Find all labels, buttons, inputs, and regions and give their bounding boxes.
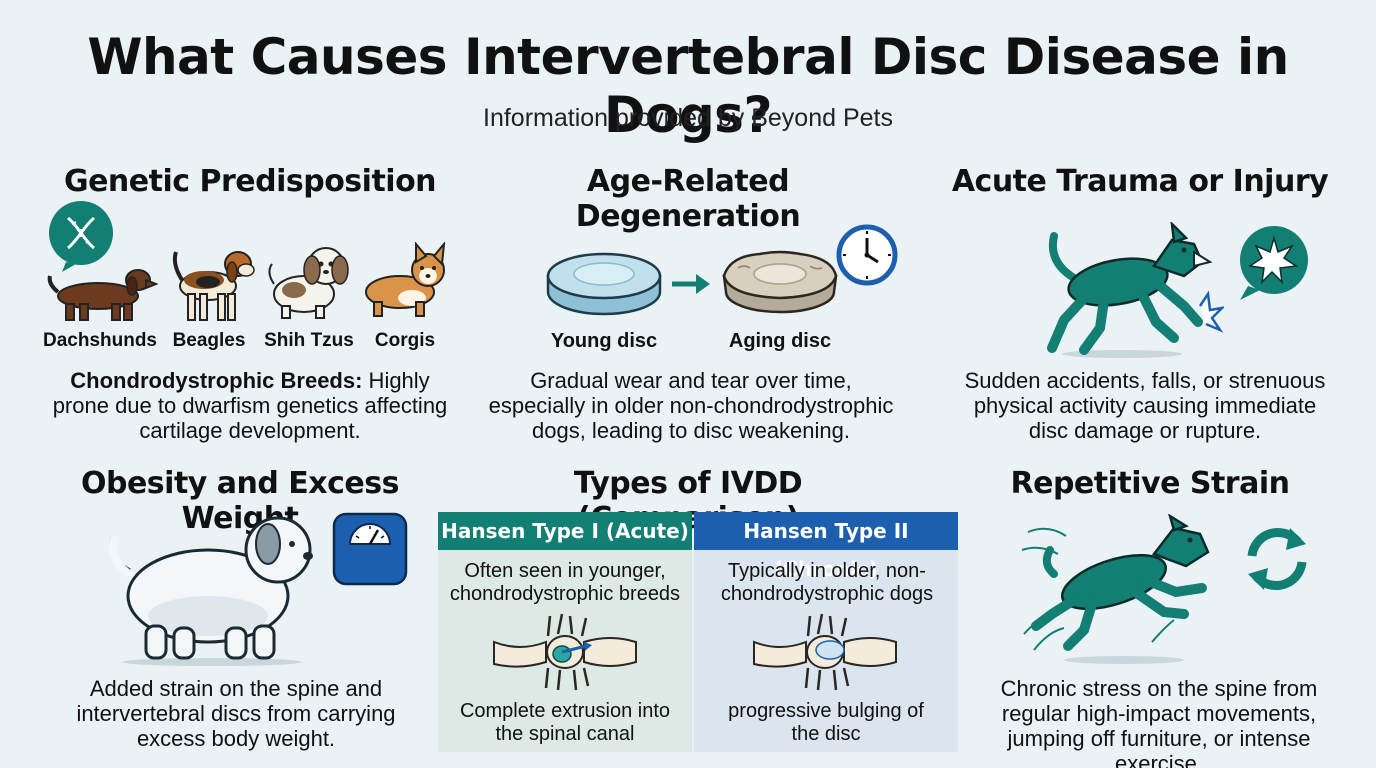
corgi-illustration xyxy=(365,242,446,317)
page-title: What Causes Intervertebral Disc Disease … xyxy=(87,28,1289,144)
type2-top-text: Typically in older, non-chondrodystrophi… xyxy=(720,560,934,605)
type2-spine-bulging-illustration xyxy=(753,613,897,691)
breed-label-shih-tzus: Shih Tzus xyxy=(264,330,354,351)
genetic-description: Chondrodystrophic Breeds: Highly prone d… xyxy=(40,368,460,443)
type1-spine-extrusion-illustration xyxy=(493,613,637,691)
type2-header: Hansen Type II (Chronic) xyxy=(694,512,958,581)
impact-icon xyxy=(1240,226,1308,300)
breed-label-corgis: Corgis xyxy=(374,330,436,351)
page-subtitle: Information provided by Beyond Pets xyxy=(483,104,893,132)
running-dog-trauma-illustration xyxy=(1047,222,1224,358)
repetitive-description: Chronic stress on the spine from regular… xyxy=(1000,676,1318,768)
jumping-dog-illustration xyxy=(1021,514,1210,664)
clock-icon xyxy=(836,224,898,286)
genetic-description-text: Highly prone due to dwarfism genetics af… xyxy=(52,368,448,443)
type1-header: Hansen Type I (Acute) xyxy=(438,512,692,550)
aging-disc-illustration xyxy=(722,250,838,314)
dachshund-illustration xyxy=(47,269,158,321)
type2-bottom-text: progressive bulging of the disc xyxy=(728,700,924,745)
dna-icon xyxy=(49,201,113,272)
arrow-right-icon xyxy=(672,274,710,294)
young-disc-illustration xyxy=(546,252,662,316)
shih-tzu-illustration xyxy=(268,247,349,319)
beagle-illustration xyxy=(172,251,255,321)
type1-column xyxy=(438,512,692,752)
breed-label-dachshunds: Dachshunds xyxy=(42,330,158,351)
breed-label-beagles: Beagles xyxy=(172,330,246,351)
type1-bottom-text: Complete extrusion into the spinal canal xyxy=(459,700,671,745)
type2-column xyxy=(694,512,958,752)
genetic-title: Genetic Predisposition xyxy=(63,164,437,199)
age-description: Gradual wear and tear over time, especia… xyxy=(488,368,894,443)
type1-top-text: Often seen in younger, chondrodystrophic… xyxy=(449,560,681,605)
repetitive-title: Repetitive Strain xyxy=(1010,466,1291,501)
refresh-icon xyxy=(1247,528,1307,590)
overweight-dog-illustration xyxy=(108,516,313,666)
scale-icon xyxy=(332,512,408,586)
trauma-title: Acute Trauma or Injury xyxy=(951,164,1329,199)
obesity-description: Added strain on the spine and interverte… xyxy=(76,676,396,751)
aging-disc-label: Aging disc xyxy=(728,330,832,352)
trauma-description: Sudden accidents, falls, or strenuous ph… xyxy=(964,368,1326,443)
age-title: Age-Related Degeneration xyxy=(575,164,801,234)
genetic-description-bold: Chondrodystrophic Breeds: xyxy=(70,368,363,393)
young-disc-label: Young disc xyxy=(550,330,658,352)
